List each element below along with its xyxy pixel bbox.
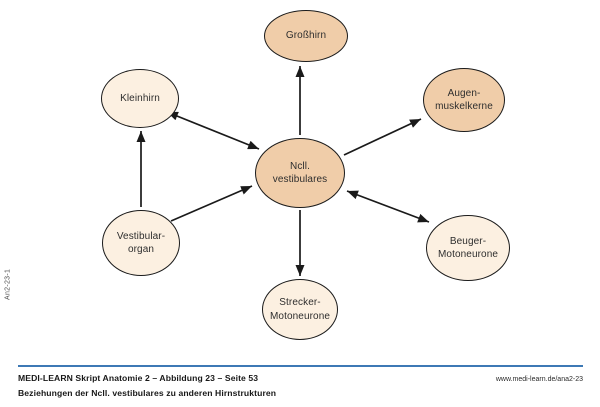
arrow-layer xyxy=(136,66,430,276)
figure-id-label: An2-23-1 xyxy=(4,268,12,300)
footer: MEDI-LEARN Skript Anatomie 2 – Abbildung… xyxy=(18,365,583,398)
arrow-vestibularorgan-to-ncll xyxy=(170,185,253,222)
node-augenmuskelkerne-label: Augen- muskelkerne xyxy=(435,87,493,113)
arrow-ncll-to-augenmuskelkerne xyxy=(343,118,422,156)
node-grosshirn-label: Großhirn xyxy=(285,30,327,42)
arrow-ncll-kleinhirn-bidirectional xyxy=(166,111,260,150)
node-vestibularorgan: Vestibular- organ xyxy=(102,210,180,276)
node-augenmuskelkerne: Augen- muskelkerne xyxy=(423,68,505,132)
node-strecker-motoneurone: Strecker- Motoneurone xyxy=(262,279,338,340)
node-beuger-motoneurone: Beuger- Motoneurone xyxy=(426,215,510,281)
node-kleinhirn: Kleinhirn xyxy=(101,69,179,128)
arrow-ncll-beuger-bidirectional xyxy=(346,190,430,223)
node-ncll-vestibulares: Ncll. vestibulares xyxy=(255,138,345,208)
node-grosshirn: Großhirn xyxy=(264,10,348,62)
footer-title: MEDI-LEARN Skript Anatomie 2 – Abbildung… xyxy=(18,373,259,384)
footer-url: www.medi-learn.de/ana2-23 xyxy=(495,376,583,384)
node-beuger-motoneurone-label: Beuger- Motoneurone xyxy=(437,235,499,261)
node-ncll-vestibulares-label: Ncll. vestibulares xyxy=(272,160,328,186)
node-vestibularorgan-label: Vestibular- organ xyxy=(116,230,166,256)
node-strecker-motoneurone-label: Strecker- Motoneurone xyxy=(269,297,331,322)
footer-divider xyxy=(18,365,583,368)
node-kleinhirn-label: Kleinhirn xyxy=(120,92,160,104)
footer-subtitle: Beziehungen der Ncll. vestibulares zu an… xyxy=(18,388,277,399)
